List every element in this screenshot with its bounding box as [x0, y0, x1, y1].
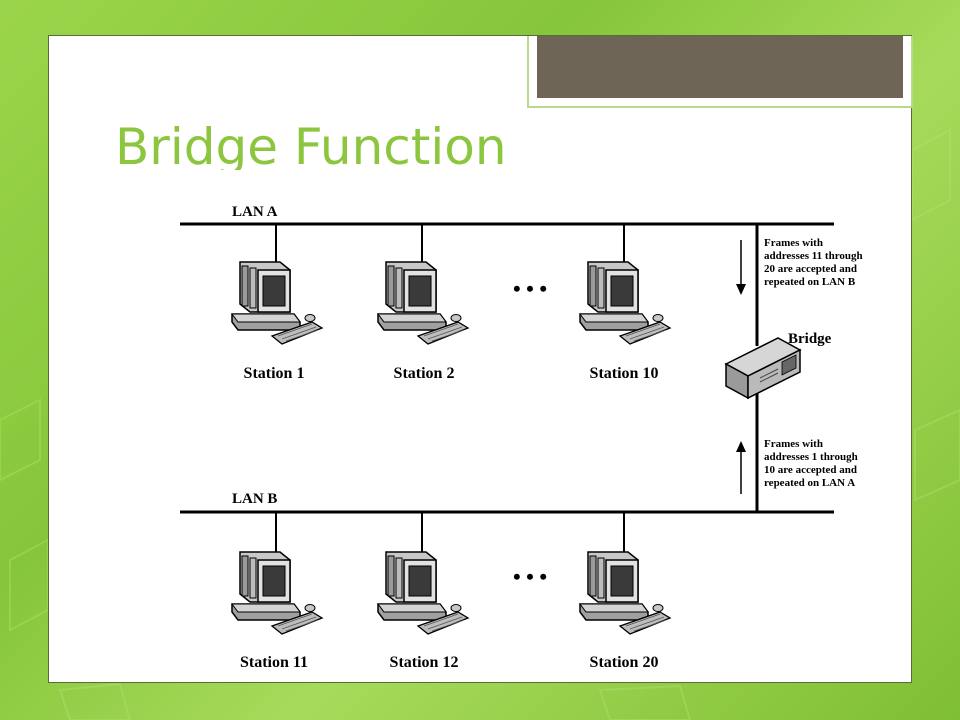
arrow-up-icon [736, 441, 746, 494]
lan-a-label: LAN A [232, 204, 278, 220]
title-tab-fill [537, 36, 903, 98]
slide-title: Bridge Function [115, 118, 507, 170]
bridge-device-icon [725, 337, 801, 399]
computer-icon [231, 261, 323, 345]
note-top-line: addresses 11 through [764, 250, 863, 262]
bridge-label: Bridge [788, 331, 832, 347]
note-bottom: Frames with addresses 1 through 10 are a… [764, 438, 858, 489]
note-top-line: 20 are accepted and [764, 263, 857, 275]
station-label: Station 1 [244, 365, 305, 382]
note-top-line: repeated on LAN B [764, 276, 856, 288]
computer-icon [377, 261, 469, 345]
computer-icon [579, 551, 671, 635]
computer-icon [377, 551, 469, 635]
station-label: Station 10 [590, 365, 659, 382]
note-bottom-line: 10 are accepted and [764, 464, 857, 476]
station-label: Station 12 [390, 654, 459, 671]
note-bottom-line: Frames with [764, 438, 823, 450]
station-label: Station 20 [590, 654, 659, 671]
station-label: Station 2 [394, 365, 455, 382]
lan-b-label: LAN B [232, 491, 277, 507]
computer-icon [579, 261, 671, 345]
slide-frame [48, 35, 913, 683]
ellipsis-bottom: • • • [513, 564, 547, 589]
station-label: Station 11 [240, 654, 308, 671]
note-top: Frames with addresses 11 through 20 are … [764, 237, 863, 288]
note-bottom-line: repeated on LAN A [764, 477, 855, 489]
note-bottom-line: addresses 1 through [764, 451, 858, 463]
title-tab-decoration [527, 36, 913, 108]
arrow-down-icon [736, 240, 746, 295]
note-top-line: Frames with [764, 237, 823, 249]
ellipsis-top: • • • [513, 276, 547, 301]
computer-icon [231, 551, 323, 635]
